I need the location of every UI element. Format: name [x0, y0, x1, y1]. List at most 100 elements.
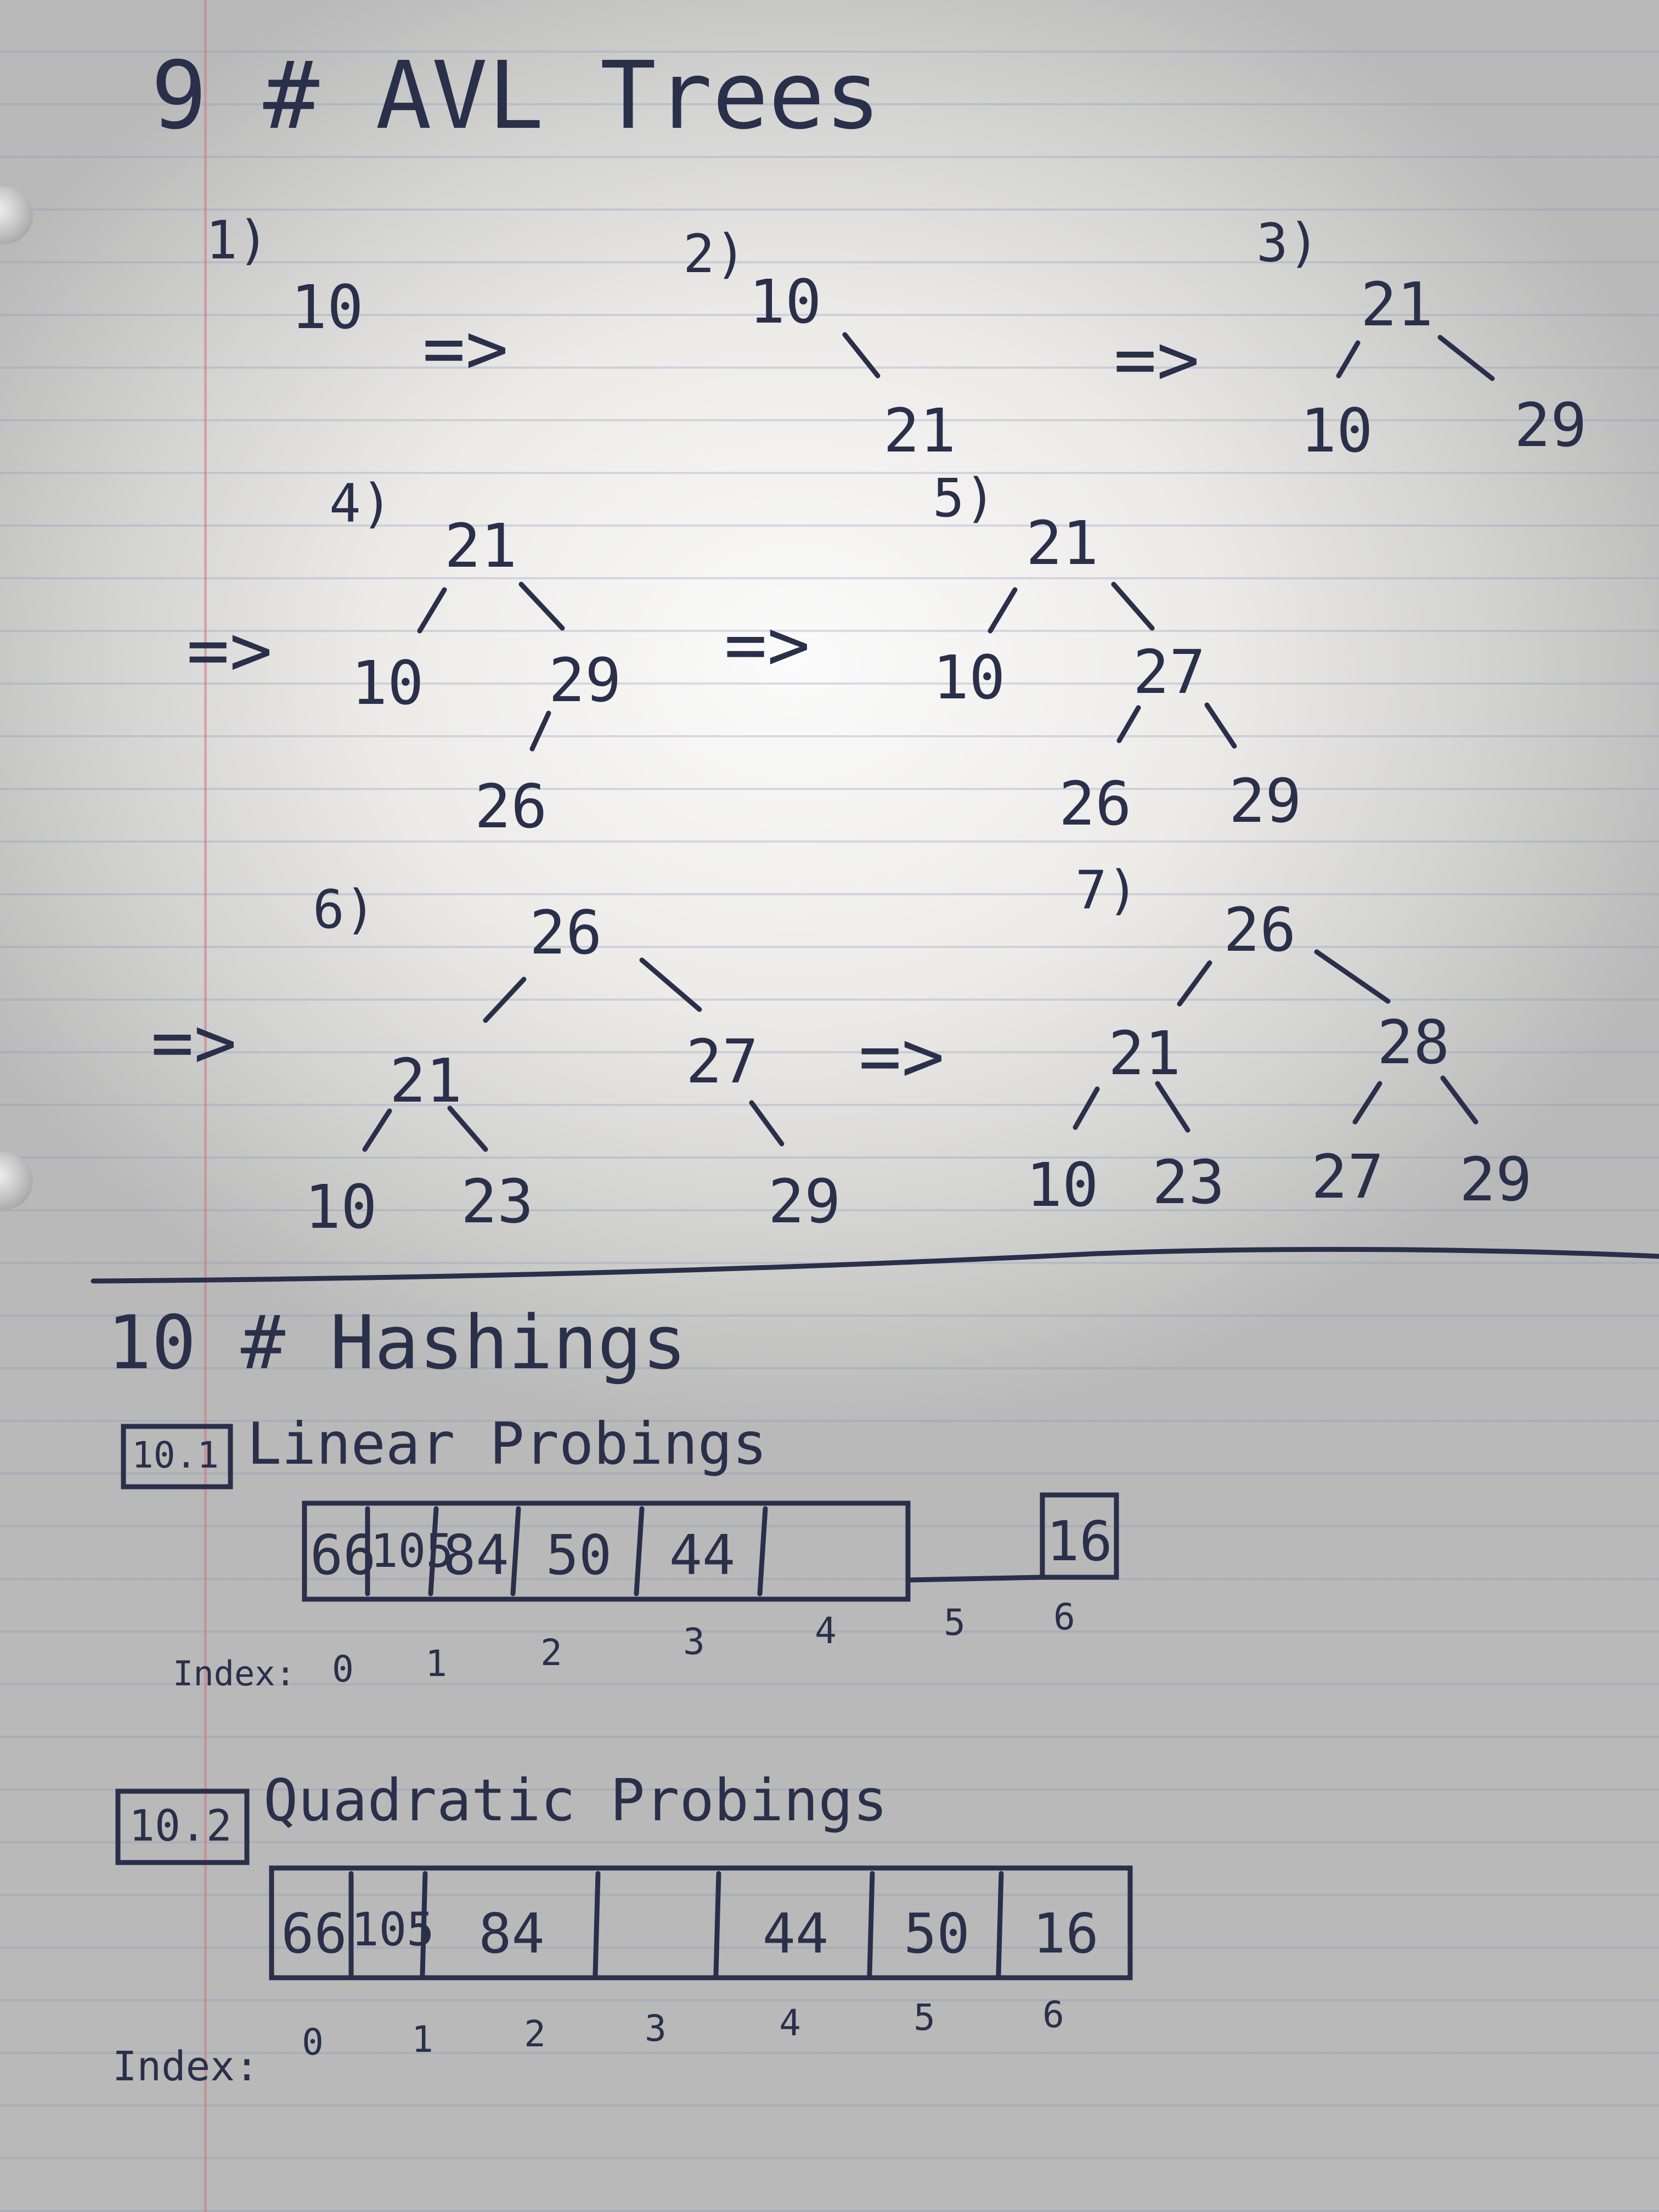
- transition-arrow: =>: [151, 1001, 237, 1084]
- tree-node: 21: [1361, 269, 1434, 340]
- section-title: Linear Probings: [247, 1410, 768, 1477]
- step-label: 7): [1075, 860, 1139, 921]
- index-number: 2: [524, 2013, 546, 2055]
- section-divider: [91, 1246, 1659, 1284]
- hash-cell: 16: [1046, 1509, 1113, 1573]
- step-label: 3): [1256, 212, 1320, 274]
- tree-node: 27: [1133, 637, 1206, 707]
- tree-edge: [447, 1105, 488, 1152]
- tree-edge: [639, 957, 702, 1012]
- index-number: 1: [411, 2018, 433, 2061]
- tree-edge: [1336, 340, 1361, 379]
- index-number: 4: [779, 2002, 801, 2044]
- transition-arrow: =>: [724, 603, 810, 686]
- quadratic-table: [269, 1865, 1133, 1980]
- transition-arrow: =>: [187, 608, 273, 692]
- tree-edge: [483, 977, 527, 1023]
- tree-node: 29: [549, 645, 622, 715]
- tree-node: 29: [1514, 390, 1587, 460]
- tree-node: 26: [1223, 895, 1296, 965]
- index-number: 1: [425, 1643, 447, 1685]
- tree-edge: [1352, 1081, 1383, 1125]
- tree-node: 29: [1459, 1144, 1532, 1215]
- tree-edge: [1314, 949, 1391, 1004]
- tree-edge: [749, 1100, 785, 1147]
- tree-node: 26: [1059, 769, 1132, 839]
- step-label: 4): [329, 473, 393, 534]
- step-label: 1): [206, 210, 269, 271]
- tree-edge: [1116, 705, 1141, 743]
- tree-node: 21: [1108, 1018, 1181, 1088]
- index-number: 6: [1042, 1994, 1064, 2036]
- tree-node: 10: [749, 267, 822, 337]
- index-number: 3: [683, 1621, 705, 1663]
- tag-box: [121, 1424, 233, 1489]
- section-tag: 10.1: [132, 1434, 219, 1476]
- index-label: Index:: [173, 1654, 296, 1694]
- index-number: 0: [302, 2021, 324, 2063]
- tree-node: 21: [1026, 508, 1099, 578]
- avl-heading: 9 # AVL Trees: [151, 42, 881, 150]
- hash-cell: 105: [351, 1903, 435, 1956]
- tree-edge: [842, 332, 881, 379]
- index-number: 3: [645, 2007, 667, 2050]
- tree-node: 10: [1026, 1150, 1099, 1220]
- tree-edge: [1111, 582, 1155, 631]
- tree-node: 27: [686, 1026, 759, 1097]
- margin-line: [204, 0, 207, 2212]
- tree-node: 10: [304, 1172, 377, 1242]
- section-title: Quadratic Probings: [263, 1767, 888, 1834]
- hash-cell: 84: [478, 1901, 545, 1966]
- hash-cell: 50: [545, 1523, 612, 1587]
- hash-cell: 105: [370, 1524, 454, 1578]
- tree-edge: [362, 1108, 392, 1152]
- tree-edge: [1437, 335, 1495, 381]
- tree-node: 23: [1152, 1147, 1225, 1217]
- tree-node: 29: [1229, 766, 1302, 836]
- tree-node: 10: [291, 272, 364, 342]
- hash-cell: 44: [669, 1523, 736, 1587]
- hash-cell: 84: [443, 1523, 509, 1587]
- tree-edge: [1440, 1075, 1479, 1125]
- tree-edge: [1177, 960, 1212, 1007]
- index-number: 5: [913, 1996, 935, 2039]
- tree-node: 21: [444, 511, 517, 581]
- transition-arrow: =>: [422, 307, 509, 390]
- index-number: 2: [540, 1632, 562, 1674]
- index-number: 0: [332, 1648, 354, 1690]
- tree-node: 10: [351, 648, 424, 718]
- hashing-heading: 10 # Hashings: [107, 1300, 687, 1386]
- transition-arrow: =>: [859, 1014, 945, 1098]
- tree-node: 23: [461, 1166, 534, 1237]
- tag-box: [115, 1788, 250, 1865]
- tree-node: 28: [1377, 1007, 1450, 1077]
- hash-cell: 66: [281, 1901, 347, 1966]
- step-label: 6): [313, 879, 376, 940]
- index-number: 5: [944, 1601, 966, 1644]
- tree-edge: [1155, 1081, 1190, 1133]
- tree-node: 27: [1311, 1142, 1384, 1212]
- hash-cell: 66: [310, 1523, 376, 1587]
- tree-edge: [417, 587, 447, 634]
- hash-cell: 16: [1032, 1901, 1099, 1966]
- tree-edge: [529, 710, 551, 752]
- index-number: 4: [815, 1610, 837, 1652]
- tree-node: 10: [933, 642, 1006, 713]
- tree-node: 21: [883, 396, 956, 466]
- tree-edge: [1073, 1086, 1100, 1130]
- linear-table: [302, 1492, 1119, 1602]
- step-label: 2): [683, 223, 747, 285]
- hash-cell: 44: [762, 1901, 829, 1966]
- tree-edge: [1204, 702, 1237, 749]
- section-tag: 10.2: [129, 1802, 232, 1851]
- tree-node: 26: [529, 898, 602, 968]
- tree-node: 26: [475, 771, 548, 842]
- tree-node: 10: [1300, 396, 1373, 466]
- step-label: 5): [933, 467, 996, 529]
- index-label: Index:: [112, 2043, 259, 2090]
- hash-cell: 50: [904, 1901, 970, 1966]
- tree-node: 21: [390, 1046, 462, 1116]
- tree-edge: [988, 587, 1018, 634]
